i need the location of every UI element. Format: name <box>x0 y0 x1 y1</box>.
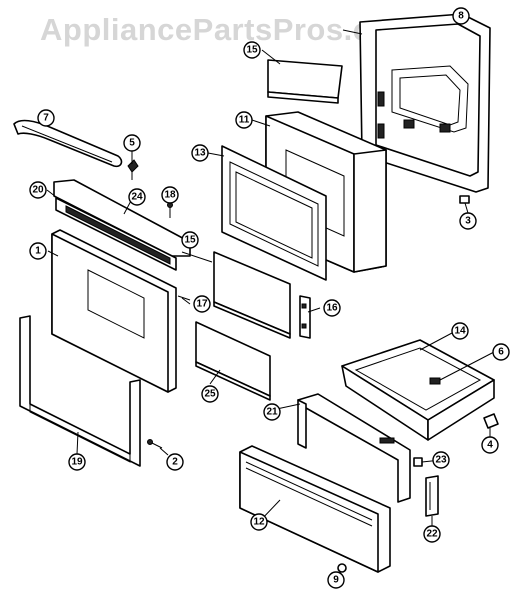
part-12-drawer-front[interactable] <box>239 445 391 573</box>
callout-23: 23 <box>432 451 450 469</box>
callout-12-label: 12 <box>253 517 265 528</box>
callout-23-label: 23 <box>435 455 447 466</box>
callout-24-label: 24 <box>131 192 143 203</box>
callout-15-middle-label: 15 <box>184 235 196 246</box>
callout-25: 25 <box>201 385 219 403</box>
callout-6-label: 6 <box>498 347 504 358</box>
part-5-screw[interactable] <box>127 159 139 180</box>
part-9-drawer-bumper[interactable] <box>337 563 347 573</box>
part-13-window-frame[interactable] <box>221 145 327 281</box>
callout-8-label: 8 <box>458 11 464 22</box>
part-4-bumper[interactable] <box>483 413 499 429</box>
callout-2-label: 2 <box>172 457 178 468</box>
callout-9-label: 9 <box>333 575 339 586</box>
callout-18: 18 <box>161 186 179 204</box>
callout-16-label: 16 <box>326 303 338 314</box>
callout-15-middle: 15 <box>181 231 199 249</box>
part-21-drawer-frame[interactable] <box>297 393 411 503</box>
part-14-drawer-pan[interactable] <box>341 339 495 441</box>
part-15-window-glass-middle[interactable] <box>213 251 291 339</box>
callout-11: 11 <box>235 111 253 129</box>
part-2-screw[interactable] <box>147 439 163 449</box>
part-17-spacer[interactable] <box>177 295 191 301</box>
part-18-screw[interactable] <box>167 202 173 219</box>
callout-3-label: 3 <box>465 216 471 227</box>
callout-22-label: 22 <box>426 529 438 540</box>
callout-15-upper-label: 15 <box>246 45 258 56</box>
callout-21-label: 21 <box>266 407 278 418</box>
callout-1-label: 1 <box>35 246 41 257</box>
callout-7: 7 <box>37 109 55 127</box>
callout-2: 2 <box>166 453 184 471</box>
callout-22: 22 <box>423 525 441 543</box>
callout-8: 8 <box>452 7 470 25</box>
callout-11-label: 11 <box>239 115 250 126</box>
callout-5: 5 <box>123 134 141 152</box>
callout-17-label: 17 <box>196 299 208 310</box>
callout-4: 4 <box>481 436 499 454</box>
part-20-vent-panel[interactable] <box>55 197 177 271</box>
part-6-drawer-clip[interactable] <box>429 377 441 385</box>
callout-14: 14 <box>451 322 469 340</box>
part-25-inner-glass[interactable] <box>195 321 271 401</box>
part-19-door-frame[interactable] <box>19 315 141 467</box>
callout-9: 9 <box>327 571 345 589</box>
callout-25-label: 25 <box>204 389 216 400</box>
callout-13-label: 13 <box>194 148 206 159</box>
callout-5-label: 5 <box>129 138 135 149</box>
part-1-door-outer-panel[interactable] <box>51 229 177 393</box>
callout-7-label: 7 <box>43 113 49 124</box>
part-22-drawer-glide[interactable] <box>425 475 439 517</box>
callout-24: 24 <box>128 188 146 206</box>
callout-18-label: 18 <box>164 190 176 201</box>
callout-16: 16 <box>323 299 341 317</box>
callout-17: 17 <box>193 295 211 313</box>
callout-15-upper: 15 <box>243 41 261 59</box>
part-16-hinge-bracket[interactable] <box>299 295 311 339</box>
callout-20-label: 20 <box>32 185 44 196</box>
callout-21: 21 <box>263 403 281 421</box>
watermark-text: AppliancePartsPros.com <box>40 12 418 47</box>
part-8-outer-door-panel[interactable] <box>359 13 491 193</box>
part-7-door-handle[interactable] <box>13 119 123 168</box>
callout-14-label: 14 <box>454 326 466 337</box>
callout-19: 19 <box>68 453 86 471</box>
part-23-clip[interactable] <box>413 457 423 467</box>
callout-1: 1 <box>29 242 47 260</box>
callout-4-label: 4 <box>487 440 493 451</box>
callout-13: 13 <box>191 144 209 162</box>
callout-20: 20 <box>29 181 47 199</box>
part-15-window-glass-upper[interactable] <box>267 59 343 104</box>
callout-3: 3 <box>459 212 477 230</box>
callout-12: 12 <box>250 513 268 531</box>
part-3-door-bumper[interactable] <box>459 195 470 204</box>
callout-19-label: 19 <box>71 457 83 468</box>
callout-6: 6 <box>492 343 510 361</box>
